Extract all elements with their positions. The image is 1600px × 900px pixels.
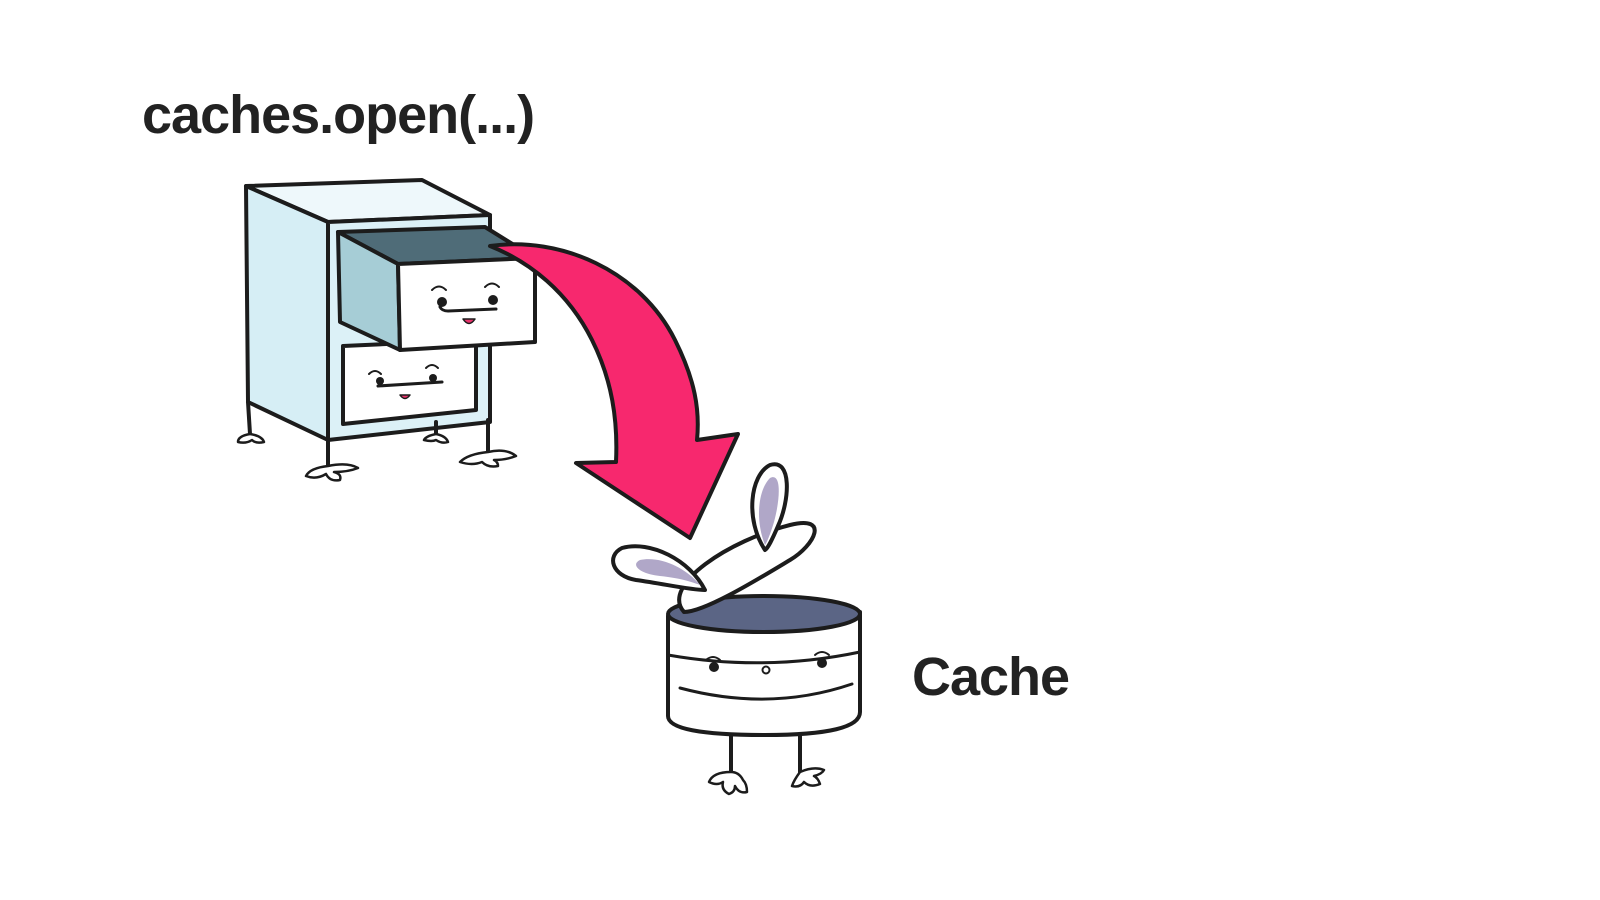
cache-label: Cache	[912, 647, 1070, 707]
filing-cabinet-icon	[236, 178, 537, 482]
curved-arrow-icon	[488, 242, 740, 540]
cache-can-icon	[611, 462, 862, 796]
caches-open-label: caches.open(...)	[142, 85, 535, 145]
